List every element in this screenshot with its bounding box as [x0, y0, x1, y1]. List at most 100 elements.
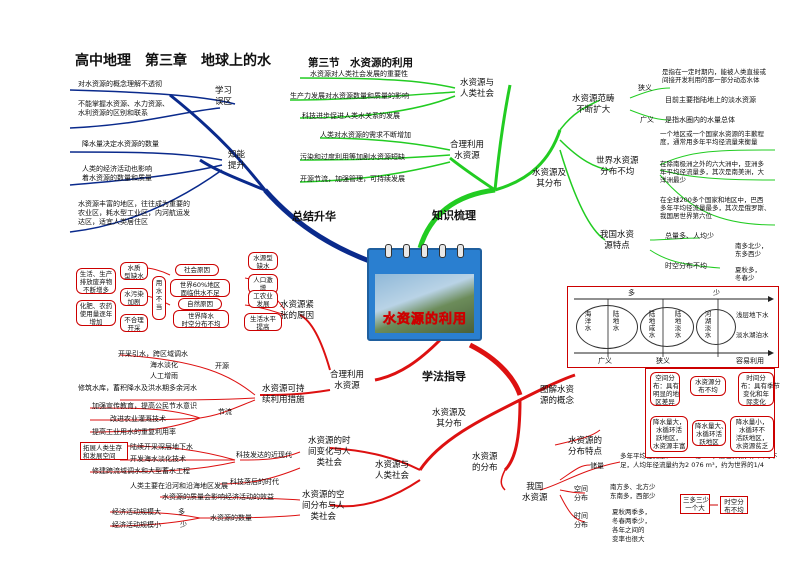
developed-item: 修建跨流域调水和大型蓄水工程 [92, 467, 190, 475]
misuse-text: 用水不当 [155, 279, 163, 311]
spatial-label: 空间 分布 [574, 485, 588, 502]
misuse-label: 用水不当 [152, 276, 166, 320]
node-time-change: 水资源的时 间变化与人 类社会 [308, 436, 351, 468]
less-label: 少 [713, 289, 720, 297]
node-china-water: 我国 水资源 [522, 482, 548, 503]
social-cause: 社会原因 [175, 264, 219, 276]
narrow-item: 目前主要指陆地上的淡水资源 [665, 96, 756, 104]
node-illustrate: 图解水资 源的概念 [540, 385, 575, 406]
temporal-label: 时间 分布 [574, 512, 588, 529]
canal-photo [375, 274, 474, 333]
feature-box: 降水量大， 水循环活 跃地区， 水资源丰富 [650, 416, 688, 452]
node-knowledge-rational: 合理利用 水资源 [450, 140, 485, 161]
error-item: 不能掌握水资源、水力资源、 水利资源的区别和联系 [78, 100, 169, 117]
expand-space: 拓展人类生存 和发展空间 [80, 442, 128, 460]
node-study-error: 学习 误区 [215, 86, 233, 107]
node-knowledge-society: 水资源与 人类社会 [460, 78, 495, 99]
broad-item: 是指水圈内的水量总体 [665, 116, 735, 124]
shortage-cause: 水质 型缺水 [120, 262, 148, 280]
section-title: 第三节 水资源的利用 [308, 57, 413, 69]
node-upgrade: 知能 提升 [228, 150, 246, 171]
rational-item: 开源节流，加强管理，可持续发展 [300, 175, 405, 183]
feature-box: 降水量小， 水循环不 活跃地区， 水资源贫乏 [730, 416, 774, 452]
binder-ring [439, 244, 446, 258]
river-lake: 河湖淡水 [704, 310, 712, 339]
open-item: 海水淡化 [150, 361, 178, 369]
china-item: 时空分布不均 [665, 262, 707, 270]
natural-cause: 自然原因 [178, 298, 222, 310]
node-method-society: 水资源与 人类社会 [375, 460, 410, 481]
save-label: 节流 [218, 408, 232, 416]
open-label: 开源 [215, 362, 229, 370]
society-item: 水资源对人类社会发展的重要性 [310, 70, 408, 78]
node-scope: 水资源范畴 不断扩大 [572, 94, 615, 115]
error-item: 对水资源的概念理解不透彻 [78, 80, 162, 88]
society-item: 生产力发展对水资源数量和质量的影响 [290, 92, 409, 100]
upgrade-item: 水资源丰富的地区，往往成为重要的 农业区，耗水型工业区，内河航运发 达区，适宜人… [78, 200, 190, 226]
quantity-item: 经济活动规模大 [112, 508, 161, 516]
developed-item: 开发海水淡化技术 [130, 455, 186, 463]
node-method-dist: 水资源及 其分布 [432, 408, 467, 429]
upgrade-item: 降水量决定水资源的数量 [82, 140, 159, 148]
branch-knowledge: 知识梳理 [432, 209, 476, 222]
easy-use: 容易利用 [736, 357, 764, 365]
land-salt: 陆地咸水 [648, 310, 656, 339]
save-item: 提高工业用水的重复利用率 [92, 428, 176, 436]
save-item: 加强宣传教育，提高公民节水意识 [92, 402, 197, 410]
china-sub: 夏秋多， 冬春少 [735, 266, 761, 282]
land-fresh: 陆地淡水 [674, 310, 682, 339]
node-space-dist: 水资源的空 间分布与人 类社会 [302, 490, 345, 522]
narrow-label: 狭义 [638, 84, 652, 92]
natural-item: 世界60%地区 面临供水不足 [170, 279, 230, 297]
node-dist-feature: 水资源的 分布特点 [568, 436, 603, 457]
developed-era: 科技发达的近现代 [236, 451, 292, 459]
triple-box: 三多三少 一个大 [680, 494, 710, 514]
shortage-cause: 水污染 加剧 [120, 288, 148, 306]
quantity-label: 水资源的数量 [210, 514, 252, 522]
node-method-rational: 合理利用 水资源 [330, 370, 365, 391]
pollution-cause: 化肥、农药 使用量逐年 增加 [76, 300, 116, 326]
circle-fresh [696, 309, 736, 345]
tension-type: 工农业 发展 [248, 290, 278, 308]
narrow-item: 是指在一定时期内，能被人类直接或 间接开发利用的那一部分动态水体 [662, 68, 766, 84]
upgrade-item: 人类的经济活动也影响 着水资源的数量和质量 [82, 165, 152, 182]
chapter-title: 高中地理 第三章 地球上的水 [75, 53, 271, 69]
water-concept-diagram: 多 少 广义 狭义 容易利用 海洋水 陆地水 陆地咸水 陆地淡水 河湖淡水 浅层… [567, 286, 779, 368]
land-water: 陆地水 [612, 310, 620, 332]
developed-item: 陆续开采深层地下水 [130, 443, 193, 451]
backward-era: 科技落后的时代 [230, 478, 279, 486]
broad-sense: 广义 [598, 357, 612, 365]
china-sub: 南多北少， 东多西少 [735, 242, 768, 258]
world-item: 在除南极洲之外的六大洲中，亚洲多 年平均径流量多，其次是南美洲，大 洋洲最少 [660, 160, 764, 184]
rational-item: 人类对水资源的需求不断增加 [320, 131, 411, 139]
natural-item: 世界降水 时空分布不均 [173, 310, 229, 328]
feature-box: 降水量大、 水循环活 跃地区 [692, 420, 728, 446]
world-item: 一个地区或一个国家水资源的丰歉程 度，通常用多年平均径流量来衡量 [660, 130, 764, 146]
feature-box: 水资源分 布不均 [690, 376, 726, 396]
ocean-water: 海洋水 [584, 310, 592, 332]
reserve-label: 储量 [590, 462, 604, 470]
spatial-text: 南方多、北方少 东南多，西部少 [610, 483, 656, 500]
feature-box: 时间分 布：具有季节 变化和年 际变化 [738, 372, 780, 406]
node-measures: 水资源可持 续利用措施 [262, 384, 305, 405]
node-world: 世界水资源 分布不均 [596, 156, 639, 177]
save-item: 改进农业灌溉技术 [110, 415, 166, 423]
temporal-text: 夏秋两季多， 冬春两季少， 各年之间的 变率也很大 [612, 508, 651, 543]
society-item: 科技进步促进人类水关系的发展 [302, 112, 400, 120]
quantity-mark: 少 [180, 521, 187, 529]
pollution-cause: 生活、生产 排放废弃物 不断增多 [76, 268, 116, 294]
circle-total [576, 305, 638, 349]
quantity-item: 经济活动规模小 [112, 521, 161, 529]
china-item: 总量多、人均少 [665, 232, 714, 240]
world-item: 在全球200多个国家和地区中，巴西 多年平均径流量最多，其次是俄罗斯、 我国居世… [660, 196, 771, 220]
shallow-ground: 浅层地下水 [736, 311, 769, 319]
backward-item: 人类主要在沿河和沿海地区发展 [130, 482, 228, 490]
narrow-sense: 狭义 [656, 357, 670, 365]
shortage-cause: 不合理 开采 [120, 314, 148, 332]
open-item: 人工增雨 [150, 372, 178, 380]
binder-ring [403, 244, 410, 258]
branch-method: 学法指导 [422, 370, 466, 383]
feature-box: 空间分 布：具有 明显的地 区差异 [650, 372, 680, 406]
tension-type: 人口激增 [248, 274, 278, 294]
